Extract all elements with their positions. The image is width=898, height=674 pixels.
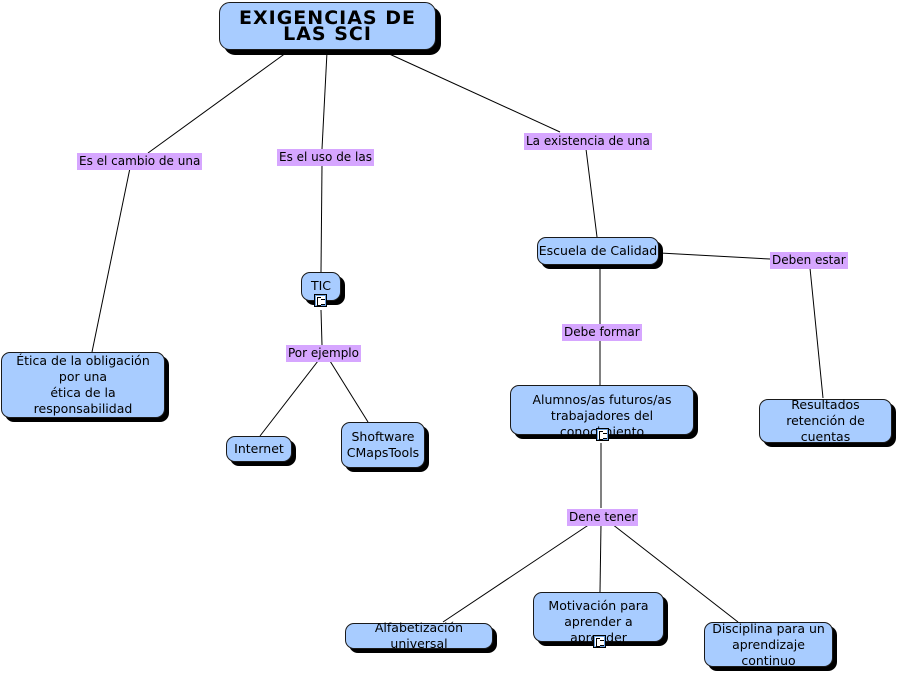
line-root-existencia	[384, 51, 561, 133]
line-uso-tic	[320, 164, 323, 273]
resultados-text: Resultados retención de cuentas	[786, 397, 865, 444]
internet-node[interactable]: Internet	[226, 436, 292, 462]
disciplina-text: Disciplina para un aprendizaje continuo	[712, 620, 825, 668]
line-escuela-deben	[659, 252, 771, 260]
line-denetener-motivacion	[599, 523, 602, 593]
resultados-node[interactable]: Resultados retención de cuentas	[759, 397, 892, 444]
link-label-deben-estar[interactable]: Deben estar	[770, 252, 848, 269]
line-ejemplo-internet	[259, 360, 319, 437]
link-label-debe-formar[interactable]: Debe formar	[562, 324, 642, 341]
alumnos-node[interactable]: Alumnos/as futuros/as trabajadores del c…	[510, 385, 694, 439]
line-tic-ejemplo	[320, 309, 323, 346]
alfabetizacion-node[interactable]: Alfabetización universal	[345, 620, 493, 651]
tic-text: TIC	[310, 278, 332, 293]
disciplina-node[interactable]: Disciplina para un aprendizaje continuo	[704, 620, 833, 668]
line-ejemplo-software	[329, 360, 369, 423]
root-concept-text: EXIGENCIAS DE LAS SCI	[239, 7, 416, 45]
line-denetener-disciplina	[611, 523, 739, 623]
line-deben-resultados	[809, 267, 824, 399]
escuela-text: Escuela de Calidad	[538, 243, 658, 258]
link-label-ejemplo[interactable]: Por ejemplo	[286, 345, 361, 362]
line-existencia-escuela	[585, 148, 598, 238]
escuela-node[interactable]: Escuela de Calidad	[537, 237, 659, 265]
software-text: Shoftware CMapsTools	[346, 429, 420, 460]
etica-text: Ética de la obligación por una ética de …	[16, 353, 150, 416]
resource-document-icon[interactable]	[596, 428, 609, 441]
internet-text: Internet	[234, 441, 284, 456]
line-cambio-etica	[91, 167, 131, 353]
link-label-existencia[interactable]: La existencia de una	[524, 133, 652, 150]
link-label-uso[interactable]: Es el uso de las	[277, 149, 374, 166]
resource-document-icon[interactable]	[593, 635, 606, 648]
alumnos-text: Alumnos/as futuros/as trabajadores del c…	[532, 392, 672, 439]
line-root-uso	[321, 51, 328, 150]
link-label-dene-tener[interactable]: Dene tener	[567, 509, 639, 526]
link-label-cambio[interactable]: Es el cambio de una	[77, 153, 203, 170]
etica-node[interactable]: Ética de la obligación por una ética de …	[1, 352, 165, 418]
software-node[interactable]: Shoftware CMapsTools	[341, 422, 425, 468]
line-root-cambio	[147, 49, 291, 154]
resource-document-icon[interactable]	[314, 294, 327, 307]
root-concept-node[interactable]: EXIGENCIAS DE LAS SCI	[219, 2, 436, 50]
line-denetener-alfabetizacion	[442, 523, 591, 623]
alfabetizacion-text: Alfabetización universal	[374, 620, 464, 651]
